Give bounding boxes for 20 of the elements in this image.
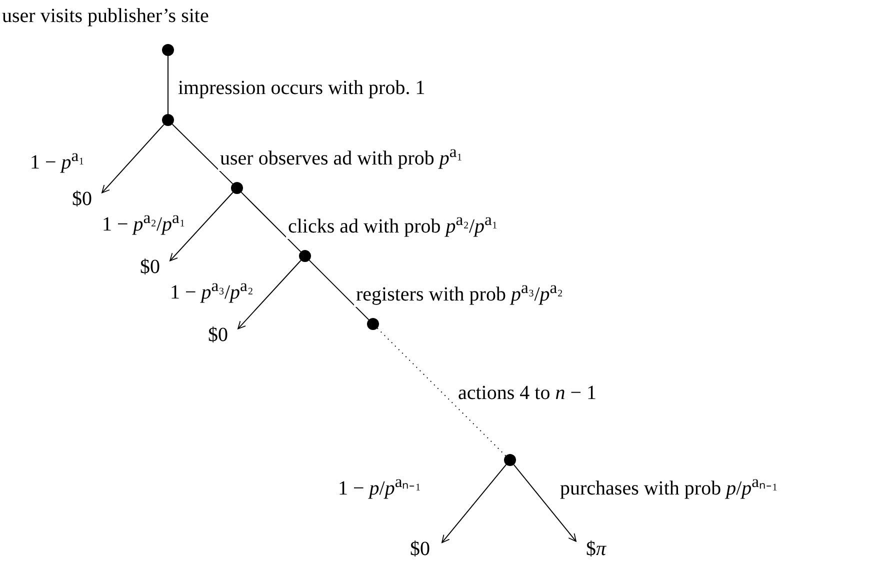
payoff-label: $π (576, 537, 616, 563)
decision-point-dot (299, 250, 311, 262)
arrow (442, 464, 507, 544)
payoff-label: $0 (62, 187, 102, 213)
decision-point-dot (504, 454, 516, 466)
decision-point-dot (231, 182, 243, 194)
decision-point-dot (162, 114, 174, 126)
dotted-connector (376, 328, 506, 456)
payoff-label: $0 (198, 323, 238, 349)
branch-line (240, 192, 302, 252)
arrow (102, 124, 164, 194)
decision-point-dot (367, 318, 379, 330)
payoff-label: $0 (398, 537, 442, 563)
branch-line (172, 124, 234, 184)
decision-point-dot (162, 44, 174, 56)
arrow (238, 260, 302, 330)
branch-line (308, 260, 370, 320)
arrow (513, 464, 576, 542)
payoff-label: $0 (130, 255, 170, 281)
arrow (170, 192, 234, 262)
